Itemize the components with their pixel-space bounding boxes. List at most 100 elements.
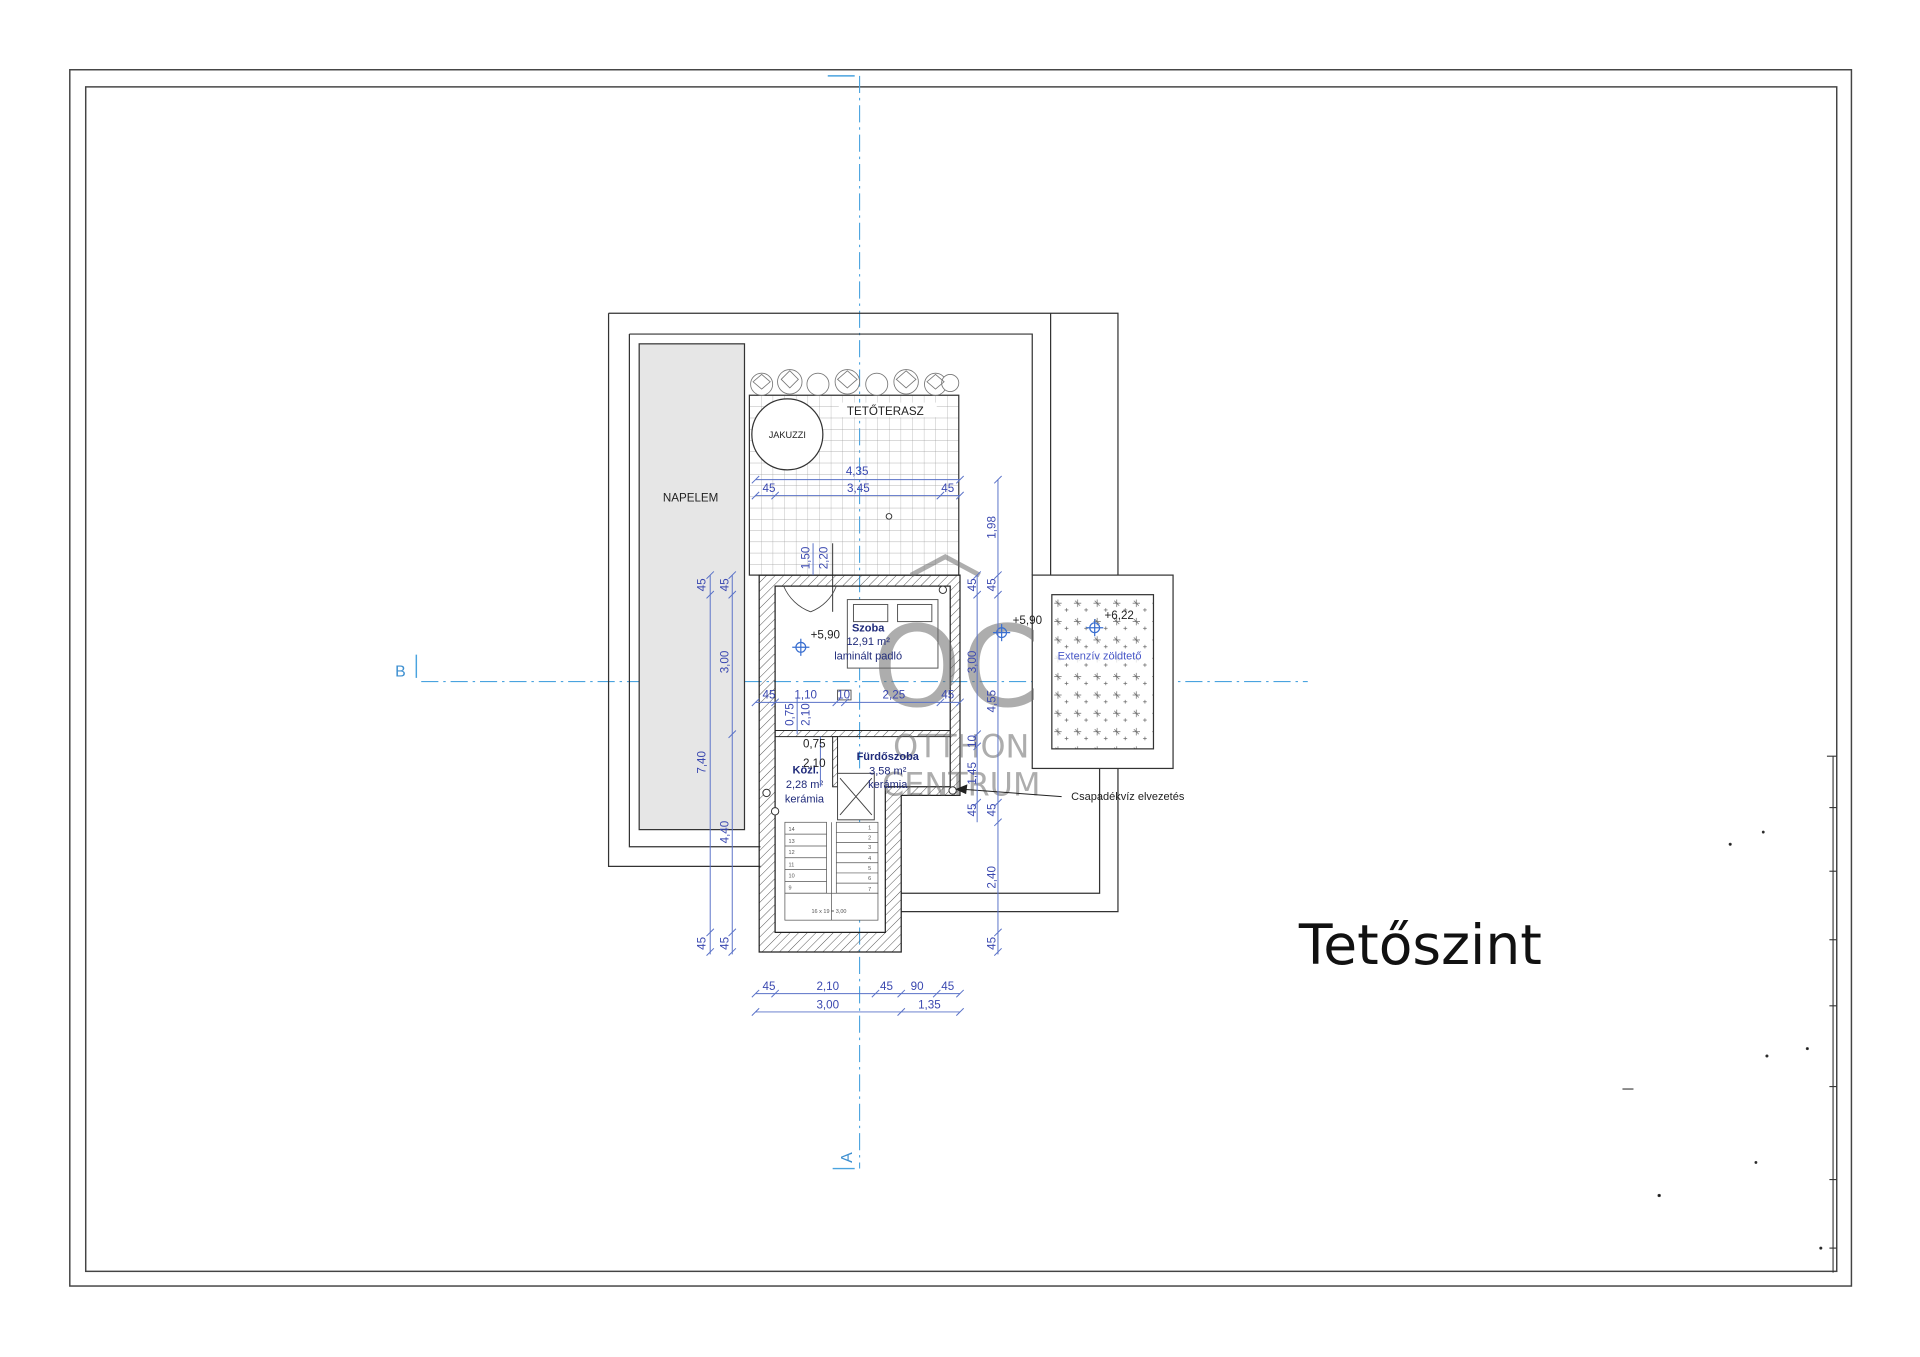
dim-terrace-vertical: 2,20 <box>818 547 831 570</box>
dimension-labels: 4,35 45 3,45 45 1,50 2,20 1,98 45 7,40 4… <box>695 465 998 1011</box>
terrace-drain-point <box>885 513 893 520</box>
drain-annotation: Csapadékvíz elvezetés <box>1071 791 1185 803</box>
rainwater-outlet-top <box>938 585 948 594</box>
dim-bottom-row: 45 <box>941 980 954 993</box>
outer-level: +5,90 <box>1013 614 1042 627</box>
room-furdo-floor: kerámia <box>868 779 908 791</box>
stair-step-label: 7 <box>868 887 871 893</box>
dim-terrace-vertical: 1,50 <box>799 547 812 570</box>
dim-left-outer: 45 <box>695 937 708 950</box>
dim-bottom-row: 45 <box>880 980 893 993</box>
room-szoba-level: +5,90 <box>811 629 840 642</box>
dim-bottom-row: 2,10 <box>816 980 839 993</box>
stair-step-label: 14 <box>789 827 795 833</box>
dim-mid-row: 45 <box>763 689 776 702</box>
dim-right-inner: 10 <box>966 735 979 748</box>
downpipe-3 <box>948 786 957 795</box>
dim-kozl-horizontal: 2,10 <box>803 757 826 770</box>
stair-step-label: 9 <box>789 886 792 892</box>
room-kozl-area: 2,28 m² <box>786 779 824 791</box>
otthon-centrum-watermark: OC OTTHON CENTRUM <box>873 553 1040 803</box>
green-roof-label-bg <box>1053 648 1149 662</box>
stair-step-label: 10 <box>789 873 795 879</box>
terrace-label: TETŐTERASZ <box>847 404 924 418</box>
dim-mid-vertical: 0,75 <box>783 703 796 726</box>
room-szoba-area: 12,91 m² <box>846 636 890 648</box>
partition-wall-horizontal <box>774 730 951 738</box>
planter-row <box>750 369 960 396</box>
roof-slab-outline <box>607 312 1119 913</box>
staircase <box>784 821 879 921</box>
dim-right-inner: 3,00 <box>966 651 979 674</box>
stair-step-label: 3 <box>868 845 871 851</box>
room-furdo-area: 3,58 m² <box>869 766 907 778</box>
dimension-lines <box>706 475 1002 1016</box>
dim-right-inner: 1,45 <box>966 762 979 785</box>
room-kozl-name: Közl. <box>793 764 819 776</box>
sheet-outer-border <box>69 69 1853 1287</box>
window-frame <box>837 689 852 701</box>
dim-right-inner: 45 <box>966 578 979 591</box>
green-roof-label: Extenzív zöldtető <box>1058 651 1142 663</box>
shower <box>837 772 875 821</box>
dim-bottom-row: 90 <box>911 980 924 993</box>
solar-panel <box>638 343 746 831</box>
bed <box>846 599 939 669</box>
drain-leader <box>955 784 1062 798</box>
outer-level-marker <box>993 624 1011 642</box>
dim-right-outer: 2,40 <box>986 866 999 889</box>
dim-mid-row: 45 <box>941 689 954 702</box>
terrace-label-bg <box>838 402 937 418</box>
stair-numbers: 14 13 12 11 10 9 1 2 3 4 5 6 7 16 x 19 =… <box>789 826 872 915</box>
sheet-edge-ticks <box>1622 755 1837 1273</box>
dim-mid-row: 1,10 <box>794 689 817 702</box>
dim-right-outer: 45 <box>986 937 999 950</box>
sheet-inner-border <box>84 86 1838 1273</box>
door-swing <box>783 585 837 613</box>
dim-bottom-total: 3,00 <box>816 998 839 1011</box>
downpipe-2 <box>770 807 780 816</box>
room-szoba-floor: laminált padló <box>834 651 902 663</box>
stair-step-label: 1 <box>868 826 871 832</box>
dim-right-outer: 45 <box>986 804 999 817</box>
dim-left-inner: 45 <box>719 578 732 591</box>
downpipe-1 <box>762 788 771 798</box>
stair-step-label: 12 <box>789 850 795 856</box>
watermark-line-1: OTTHON <box>893 727 1029 765</box>
solar-panel-label: NAPELEM <box>663 492 719 505</box>
stair-step-label: 13 <box>789 839 795 845</box>
section-axis-a: A <box>827 75 861 1170</box>
jacuzzi <box>751 398 824 471</box>
dim-right-outer: 4,55 <box>986 690 999 713</box>
room-szoba-name: Szoba <box>852 622 885 634</box>
stair-step-label: 4 <box>868 856 871 862</box>
stair-step-label: 11 <box>789 862 795 868</box>
dim-bottom-total: 1,35 <box>918 998 941 1011</box>
dim-terrace-row: 3,45 <box>847 482 870 495</box>
dim-left-outer: 7,40 <box>695 751 708 774</box>
stair-step-label: 2 <box>868 835 871 841</box>
dim-terrace-row: 45 <box>941 482 954 495</box>
axis-a-label: A <box>839 1152 856 1163</box>
room-kozl-floor: kerámia <box>785 794 825 806</box>
stair-step-label: 5 <box>868 866 871 872</box>
room-furdo-name: Fürdőszoba <box>857 751 920 763</box>
watermark-line-2: CENTRUM <box>882 765 1040 803</box>
stair-step-label: 6 <box>868 876 871 882</box>
dim-left-inner: 3,00 <box>719 651 732 674</box>
partition-wall-vertical <box>832 736 839 788</box>
axis-b-label: B <box>395 664 406 681</box>
watermark-mark: OC <box>873 601 1040 733</box>
core-walls <box>758 574 961 953</box>
dim-right-inner: 45 <box>966 804 979 817</box>
green-roof-level-marker <box>1086 619 1104 637</box>
dim-bottom-row: 45 <box>763 980 776 993</box>
dim-terrace-total: 4,35 <box>846 465 869 478</box>
szoba-level-marker <box>792 638 810 656</box>
green-roof-level: +6,22 <box>1104 609 1133 622</box>
green-roof-planting <box>1051 594 1155 750</box>
watermark-roof-icon <box>909 553 981 578</box>
dim-mid-row: 10 <box>837 689 850 702</box>
dim-left-inner: 45 <box>719 937 732 950</box>
